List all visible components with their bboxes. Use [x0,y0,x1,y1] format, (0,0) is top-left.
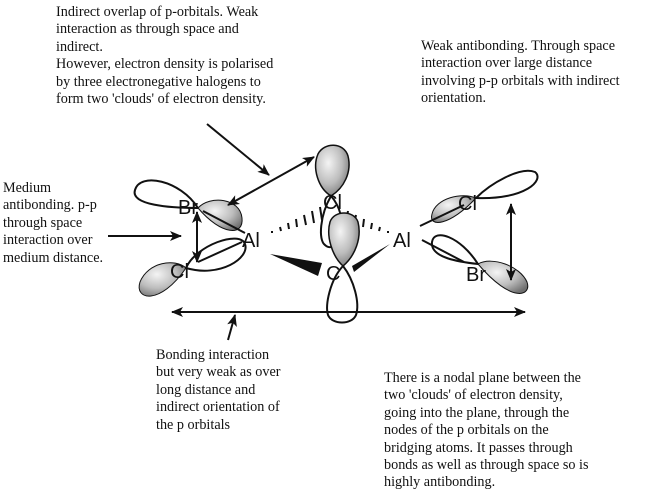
atom-br-right: Br [466,264,486,286]
arrow-indirect-overlap [227,156,315,206]
bond-al-br-right [421,239,465,263]
arrow-top-annotation-pointer [206,123,270,176]
annotation-medium-antibonding: Medium antibonding. p-p through space in… [3,180,104,266]
annotation-bonding-interaction: Bonding interaction but very weak as ove… [156,347,281,433]
wedge-bond-al-right-cl-bridge [352,244,390,272]
arrow-bottom-annotation-pointer [227,314,237,341]
atom-br-left: Br [178,197,198,219]
bond-al-br-left [202,210,246,234]
atom-al-left: Al [242,230,260,252]
cl-right-empty-lobe [473,169,539,200]
annotation-weak-antibonding: Weak antibonding. Through space interact… [421,38,620,107]
br-right-empty-lobe [430,234,480,266]
cl-left-shaded-lobe [138,262,187,297]
cl-bridge-top-shaded-lobe [314,144,350,197]
bond-al-cl-left [197,241,243,263]
cl-bridge-bottom-shaded-lobe [328,212,360,267]
atom-cl-bridge-bottom: C [326,263,340,285]
br-left-p-orbital [133,179,243,231]
bond-al-cl-right [419,204,465,227]
hashed-bond-al-left-cl-bridge [271,206,323,233]
atom-cl-right: Cl [458,193,477,215]
atom-cl-bridge-top: Cl [323,192,342,214]
annotation-indirect-overlap: Indirect overlap of p-orbitals. Weak int… [56,4,274,108]
br-left-shaded-lobe [197,199,243,231]
atom-cl-left: Cl [170,261,189,283]
atom-al-right: Al [393,230,411,252]
cl-right-p-orbital [431,169,539,223]
wedge-bond-al-left-cl-bridge [270,254,322,276]
annotation-nodal-plane: There is a nodal plane between the two '… [384,370,589,491]
br-left-empty-lobe [133,179,200,210]
